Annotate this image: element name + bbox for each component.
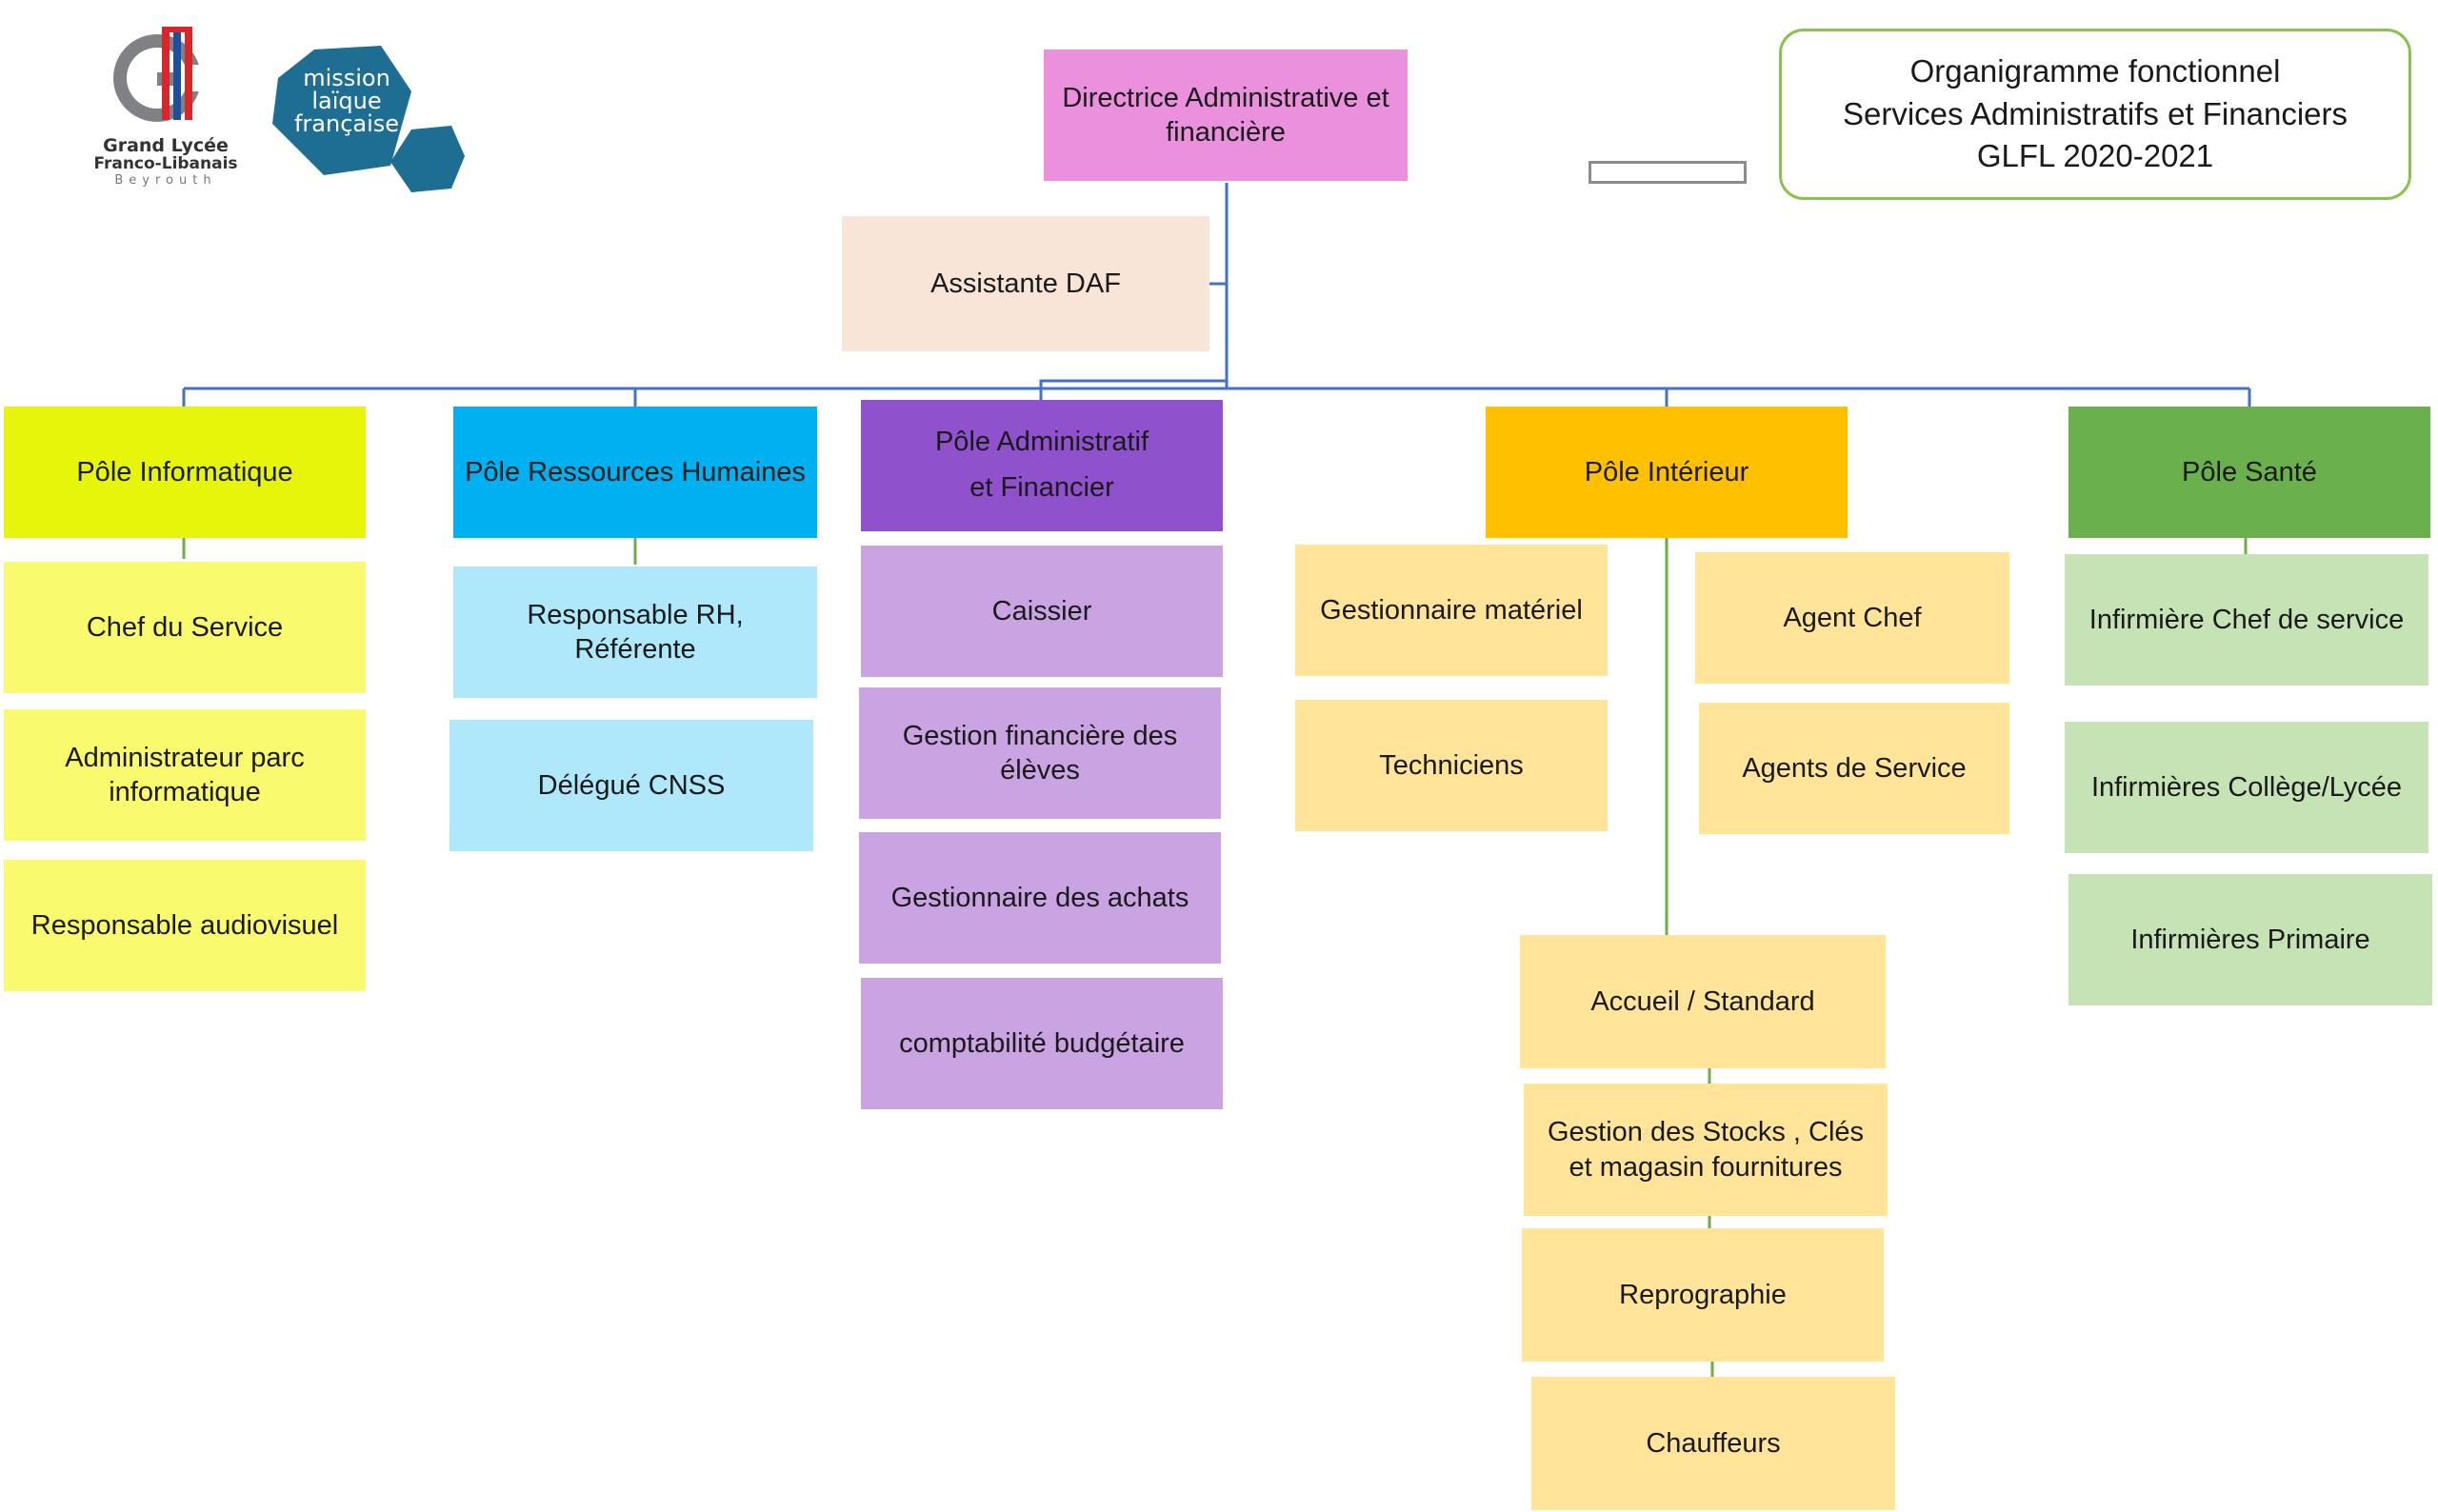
infirmiere-chef-label: Infirmière Chef de service: [2088, 604, 2405, 635]
node-pole-informatique: Pôle Informatique: [4, 407, 366, 538]
comptabilite-label: comptabilité budgétaire: [899, 1027, 1185, 1059]
node-reprographie: Reprographie: [1522, 1228, 1884, 1362]
empty-rectangle: [1589, 161, 1747, 184]
chauffeurs-label: Chauffeurs: [1646, 1427, 1781, 1459]
reprographie-label: Reprographie: [1619, 1279, 1787, 1310]
pole-sante-label: Pôle Santé: [2182, 456, 2317, 487]
mlf-hexagon-icon: [272, 46, 465, 192]
node-gestionnaire-achats: Gestionnaire des achats: [859, 832, 1221, 964]
node-chauffeurs: Chauffeurs: [1531, 1377, 1895, 1510]
agents-de-service-label: Agents de Service: [1742, 752, 1967, 784]
title-line1: Organigramme fonctionnel: [1909, 53, 2281, 90]
node-pole-rh: Pôle Ressources Humaines: [453, 407, 817, 538]
techniciens-label: Techniciens: [1379, 749, 1524, 781]
node-infirmieres-primaire: Infirmières Primaire: [2068, 874, 2432, 1005]
mlf-line3: française: [293, 110, 400, 137]
node-pole-interieur: Pôle Intérieur: [1486, 407, 1848, 538]
infirmieres-primaire-label: Infirmières Primaire: [2130, 924, 2370, 955]
node-assistante-daf: Assistante DAF: [842, 216, 1209, 351]
node-daf: Directrice Administrative et financière: [1044, 50, 1408, 181]
glfl-logo: Grand Lycée Franco-Libanais Beyrouth: [67, 19, 257, 190]
node-pole-sante: Pôle Santé: [2068, 407, 2430, 538]
mlf-line1: mission: [303, 65, 390, 91]
node-assistante-label: Assistante DAF: [930, 268, 1121, 299]
glfl-emblem-icon: [113, 27, 205, 122]
delegue-cnss-label: Délégué CNSS: [537, 769, 726, 801]
audiovisuel-label: Responsable audiovisuel: [30, 909, 339, 941]
pole-info-label: Pôle Informatique: [76, 456, 293, 487]
node-audiovisuel: Responsable audiovisuel: [4, 860, 366, 991]
node-gestionnaire-materiel: Gestionnaire matériel: [1295, 545, 1608, 676]
node-infirmiere-chef: Infirmière Chef de service: [2065, 554, 2428, 686]
accueil-standard-label: Accueil / Standard: [1590, 985, 1815, 1017]
pole-rh-label: Pôle Ressources Humaines: [465, 456, 806, 487]
infirmieres-college-label: Infirmières Collège/Lycée: [2090, 771, 2403, 803]
title-line3: GLFL 2020-2021: [1976, 138, 2214, 174]
glfl-line1: Grand Lycée: [103, 135, 229, 156]
responsable-rh-label: Responsable RH, Référente: [527, 599, 744, 665]
glfl-line3: Beyrouth: [114, 172, 217, 188]
gestion-financiere-label: Gestion financière des élèves: [902, 720, 1178, 786]
node-gestion-stocks: Gestion des Stocks , Clés et magasin fou…: [1524, 1084, 1888, 1216]
glfl-line2: Franco-Libanais: [93, 153, 238, 173]
node-daf-label: Directrice Administrative et financière: [1062, 82, 1389, 148]
gestionnaire-materiel-label: Gestionnaire matériel: [1320, 594, 1583, 626]
node-pole-admin-financier: Pôle Administratif et Financier: [861, 400, 1223, 531]
pole-interieur-label: Pôle Intérieur: [1584, 456, 1749, 487]
node-techniciens: Techniciens: [1295, 700, 1608, 831]
mlf-logo: mission laïque française: [269, 44, 478, 206]
title-line2: Services Administratifs et Financiers: [1842, 95, 2348, 131]
gestionnaire-achats-label: Gestionnaire des achats: [890, 882, 1189, 913]
pole-admin-label-line1: Pôle Administratif: [934, 427, 1149, 458]
node-delegue-cnss: Délégué CNSS: [450, 720, 813, 851]
pole-admin-label-line2: et Financier: [969, 472, 1114, 503]
node-agent-chef: Agent Chef: [1695, 552, 2009, 684]
node-chef-du-service: Chef du Service: [4, 562, 366, 693]
node-gestion-financiere: Gestion financière des élèves: [859, 687, 1221, 819]
node-comptabilite: comptabilité budgétaire: [861, 978, 1223, 1109]
admin-parc-label: Administrateur parc informatique: [65, 742, 305, 807]
agent-chef-label: Agent Chef: [1783, 602, 1922, 633]
chart-title-box: Organigramme fonctionnel Services Admini…: [1779, 29, 2411, 200]
chef-du-service-label: Chef du Service: [86, 611, 284, 643]
connector-pole-admin: [1039, 379, 1227, 400]
mlf-line2: laïque: [311, 88, 382, 114]
node-infirmieres-college: Infirmières Collège/Lycée: [2065, 722, 2428, 853]
node-accueil-standard: Accueil / Standard: [1520, 935, 1886, 1068]
node-responsable-rh: Responsable RH, Référente: [453, 567, 817, 698]
node-caissier: Caissier: [861, 546, 1223, 677]
gestion-stocks-label: Gestion des Stocks , Clés et magasin fou…: [1547, 1117, 1865, 1183]
node-agents-de-service: Agents de Service: [1699, 703, 2009, 834]
node-admin-parc: Administrateur parc informatique: [4, 709, 366, 841]
caissier-label: Caissier: [991, 595, 1092, 627]
